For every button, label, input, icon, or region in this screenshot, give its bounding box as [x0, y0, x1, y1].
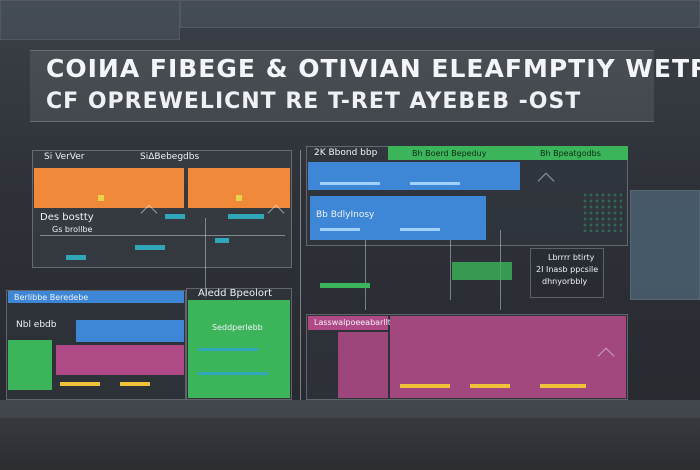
flow-node: [400, 384, 450, 388]
orange-bar-left: [34, 168, 184, 208]
flow-node: [470, 384, 510, 388]
marker-dot: [236, 195, 242, 201]
page-title: COIИA FIBEGE & OTIVIAN ELEAFMPTIY WETRE: [46, 54, 700, 83]
connector-line: [300, 150, 301, 400]
flow-node: [400, 228, 440, 231]
magenta-lower-bar: [56, 345, 184, 375]
panel-top-right-a-title: 2K Bbond bbp: [314, 148, 378, 158]
green-header-bar: [388, 146, 628, 160]
panel-lower-left-title: Berlibbe Beredebe: [14, 293, 89, 302]
panel-right-box-line1: Lbrrrr btirty: [548, 253, 595, 262]
green-side-block: [8, 340, 52, 390]
panel-top-left-title: Si VerVer: [44, 152, 85, 162]
flow-node: [198, 372, 268, 375]
connector-line: [365, 240, 366, 310]
flow-node: [320, 182, 380, 185]
flow-node: [66, 255, 86, 260]
blue-bar-wide: [308, 162, 520, 190]
flow-node: [228, 214, 264, 219]
panel-top-right-b-title: Bh Boerd Bepeduy: [412, 149, 487, 158]
magenta-left-block: [338, 332, 388, 398]
blue-header-bar: [8, 291, 184, 303]
panel-right-box-line3: dhnyorbbly: [542, 277, 588, 286]
flow-node: [165, 214, 185, 219]
orange-bar-right: [188, 168, 290, 208]
flow-node: [215, 238, 229, 243]
blue-lower-bar: [76, 320, 184, 342]
panel-right-box-line2: 2I Inasb ppcsile: [536, 265, 599, 274]
background-table: [0, 400, 700, 418]
panel-right-box: [530, 248, 604, 298]
background-monitor-right: [630, 190, 700, 300]
flow-node: [198, 348, 258, 351]
flow-node: [540, 384, 586, 388]
panel-top-mid-title: SiΔBebegdbs: [140, 152, 200, 162]
blue-bar-center: [310, 196, 486, 240]
flow-node: [135, 245, 165, 250]
panel-mid-left-title: Des bostty: [40, 212, 94, 223]
background-window-left: [0, 0, 180, 40]
connector-line: [40, 235, 285, 236]
panel-mid-center-title: Bb BdlyInosy: [316, 210, 375, 220]
page-subtitle: CF OPREWELICNT RE T-RET AYEBEB -OST: [46, 89, 582, 114]
panel-mid-left-sub: Gs brollbe: [52, 225, 93, 234]
green-mini-bar: [452, 262, 512, 280]
panel-lower-right-title: Lasswalpoeeabarllt: [314, 318, 391, 327]
panel-lower-mid-title: Aledd Bpeolort: [198, 288, 273, 299]
flow-node: [120, 382, 150, 386]
panel-top-right-green-title: Bh Bpeatgodbs: [540, 149, 601, 158]
flow-node: [320, 228, 360, 231]
header-band: [30, 50, 654, 122]
panel-lower-mid-sub: Seddperlebb: [212, 323, 263, 332]
flow-node: [320, 283, 370, 288]
panel-lower-left-sub: Nbl ebdb: [16, 320, 57, 330]
connector-line: [205, 218, 206, 298]
flow-node: [410, 182, 460, 185]
background-window-top: [180, 0, 700, 28]
marker-dot: [98, 195, 104, 201]
connector-line: [450, 240, 451, 300]
magenta-header-bar: [308, 316, 388, 330]
flow-node: [60, 382, 100, 386]
